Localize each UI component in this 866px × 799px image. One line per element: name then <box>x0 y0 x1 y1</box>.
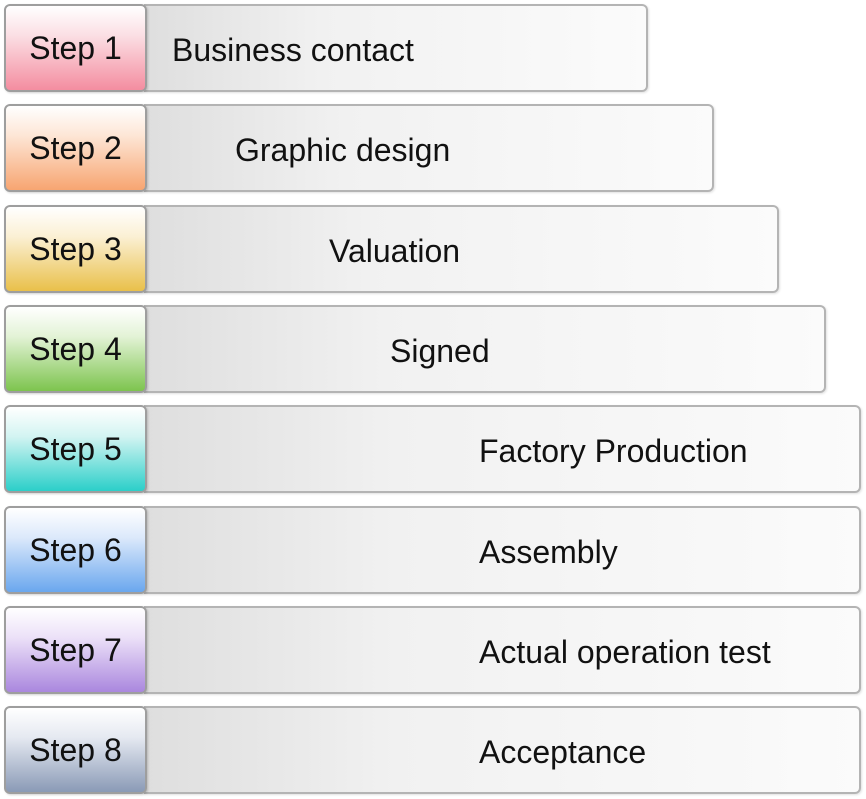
step-7-name: Actual operation test <box>479 634 771 670</box>
step-5-name: Factory Production <box>479 433 748 469</box>
step-2-name: Graphic design <box>235 132 451 168</box>
step-3-name: Valuation <box>329 233 461 269</box>
step-7-badge: Step 7 <box>4 606 147 694</box>
step-8-name: Acceptance <box>479 734 647 770</box>
step-8-badge: Step 8 <box>4 706 147 794</box>
step-4-badge: Step 4 <box>4 305 147 393</box>
step-4-name: Signed <box>390 333 490 369</box>
step-3-bar: Valuation <box>144 205 779 293</box>
step-1-badge: Step 1 <box>4 4 147 92</box>
step-1-bar: Business contact <box>144 4 648 92</box>
step-5-badge: Step 5 <box>4 405 147 493</box>
step-6-bar: Assembly <box>144 506 861 594</box>
step-2-badge: Step 2 <box>4 104 147 192</box>
step-8-bar: Acceptance <box>144 706 861 794</box>
step-4-bar: Signed <box>144 305 826 393</box>
step-1-name: Business contact <box>172 32 414 68</box>
step-7-bar: Actual operation test <box>144 606 861 694</box>
step-6-name: Assembly <box>479 534 618 570</box>
step-3-badge: Step 3 <box>4 205 147 293</box>
step-6-badge: Step 6 <box>4 506 147 594</box>
step-5-bar: Factory Production <box>144 405 861 493</box>
step-2-bar: Graphic design <box>144 104 714 192</box>
